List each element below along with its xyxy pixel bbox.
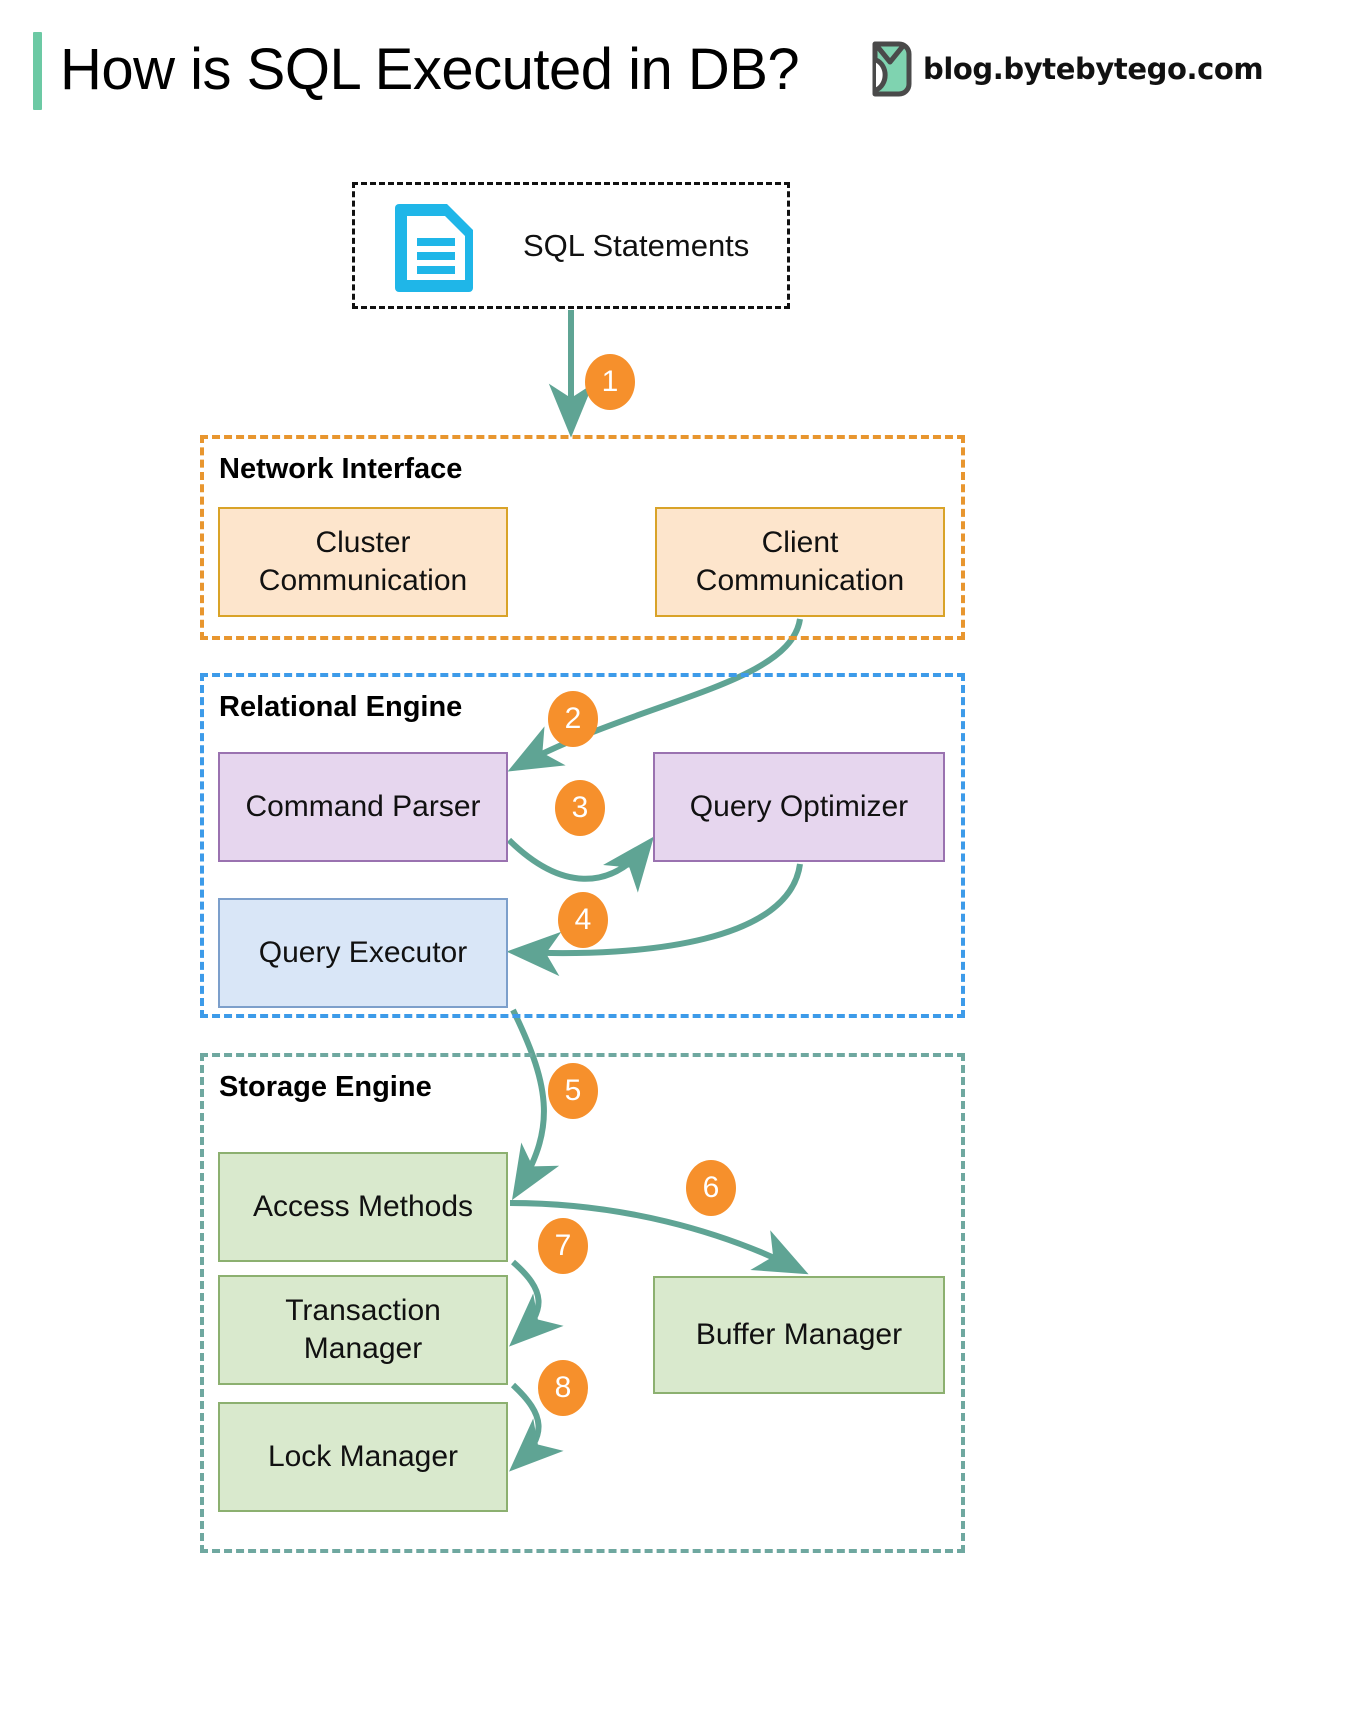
node-transaction-manager-line2: Manager xyxy=(303,1332,423,1365)
step-badge-6: 6 xyxy=(686,1160,736,1216)
diagram-canvas: SQL Statements Network Interface Cluster… xyxy=(0,140,1358,1722)
node-cluster-communication[interactable]: Cluster Communication xyxy=(218,507,508,617)
step-badge-4: 4 xyxy=(558,892,608,948)
node-transaction-manager-line1: Transaction xyxy=(285,1294,441,1327)
group-storage-engine xyxy=(200,1053,965,1553)
node-buffer-manager[interactable]: Buffer Manager xyxy=(653,1276,945,1394)
node-query-optimizer-label: Query Optimizer xyxy=(689,790,909,823)
group-relational-engine xyxy=(200,673,965,1018)
node-client-communication-line2: Communication xyxy=(695,564,905,597)
group-title-storage-engine: Storage Engine xyxy=(219,1071,432,1103)
title-accent-bar xyxy=(33,32,42,110)
node-access-methods-label: Access Methods xyxy=(252,1190,474,1223)
sql-statements-box: SQL Statements xyxy=(352,182,790,309)
page-header: How is SQL Executed in DB? blog.bytebyte… xyxy=(0,0,1358,140)
step-badge-2: 2 xyxy=(548,691,598,747)
node-access-methods[interactable]: Access Methods xyxy=(218,1152,508,1262)
node-transaction-manager[interactable]: Transaction Manager xyxy=(218,1275,508,1385)
node-query-executor-label: Query Executor xyxy=(258,936,468,969)
document-icon xyxy=(391,198,481,294)
node-cluster-communication-line1: Cluster xyxy=(315,526,411,559)
node-query-optimizer[interactable]: Query Optimizer xyxy=(653,752,945,862)
node-query-executor[interactable]: Query Executor xyxy=(218,898,508,1008)
node-cluster-communication-line2: Communication xyxy=(258,564,468,597)
group-title-network-interface: Network Interface xyxy=(219,453,463,485)
node-lock-manager-label: Lock Manager xyxy=(267,1440,459,1473)
step-badge-7: 7 xyxy=(538,1218,588,1274)
node-command-parser[interactable]: Command Parser xyxy=(218,752,508,862)
node-buffer-manager-label: Buffer Manager xyxy=(695,1318,903,1351)
group-network-interface xyxy=(200,435,965,640)
group-title-relational-engine: Relational Engine xyxy=(219,691,463,723)
step-badge-8: 8 xyxy=(538,1360,588,1416)
bytebytego-logo-icon xyxy=(870,40,914,98)
step-badge-5: 5 xyxy=(548,1063,598,1119)
step-badge-3: 3 xyxy=(555,780,605,836)
node-lock-manager[interactable]: Lock Manager xyxy=(218,1402,508,1512)
node-client-communication[interactable]: Client Communication xyxy=(655,507,945,617)
sql-statements-label: SQL Statements xyxy=(523,227,750,263)
brand: blog.bytebytego.com xyxy=(870,38,1264,100)
step-badge-1: 1 xyxy=(585,354,635,410)
node-client-communication-line1: Client xyxy=(761,526,839,559)
node-command-parser-label: Command Parser xyxy=(245,790,481,823)
page-title: How is SQL Executed in DB? xyxy=(60,37,800,102)
brand-label: blog.bytebytego.com xyxy=(923,52,1264,86)
